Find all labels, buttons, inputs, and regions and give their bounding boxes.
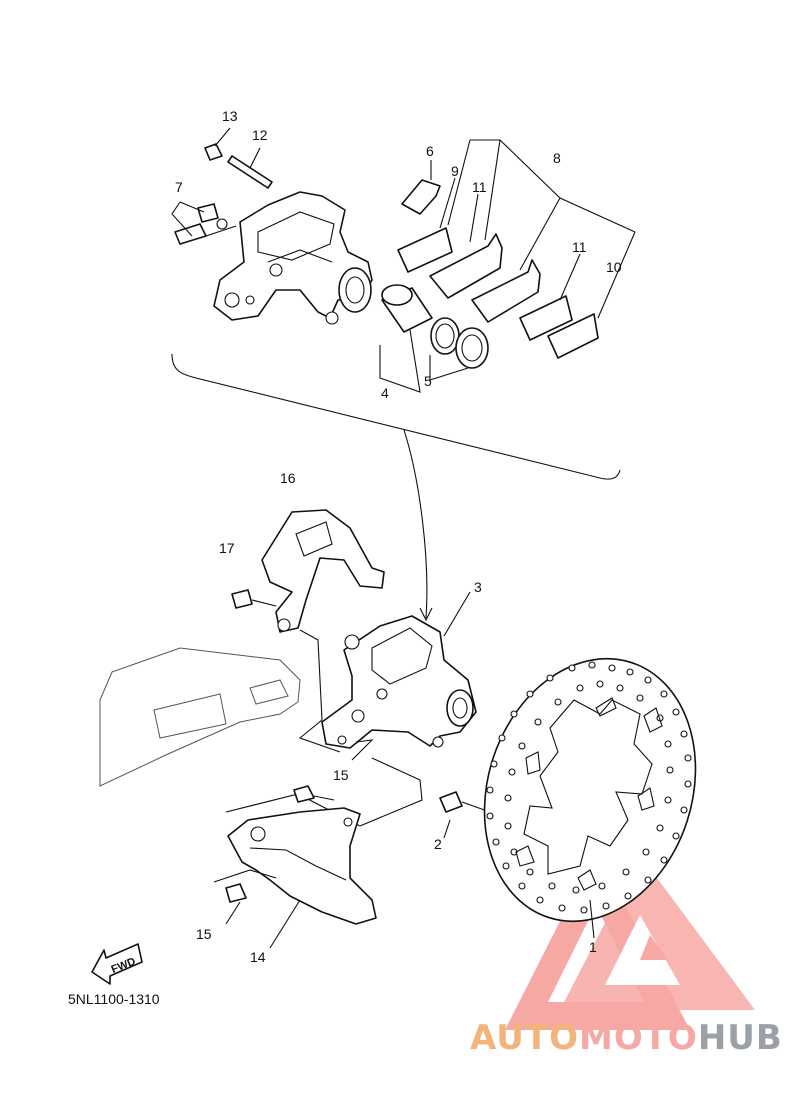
part-label-1: 1 [589,939,597,955]
watermark-hub: HUB [697,1018,783,1058]
part-label-11-upper: 11 [472,179,487,195]
caliper-assembly-group [99,509,491,839]
part-label-4: 4 [381,385,389,401]
part-label-15-upper: 15 [333,767,349,783]
watermark-moto: MOTO [578,1018,698,1058]
part-label-17: 17 [219,540,235,556]
part-label-5: 5 [424,373,432,389]
part-label-16: 16 [280,470,296,486]
part-label-3: 3 [474,579,482,595]
drawing-code: 5NL1100-1310 [68,991,160,1007]
part-label-9: 9 [451,163,459,179]
watermark-text: AUTOMOTOHUB [470,1018,783,1058]
part-label-14: 14 [250,949,266,965]
disc-holes [486,661,692,914]
part-labels: 13 12 7 6 9 11 8 11 10 4 5 16 17 3 15 2 … [175,108,622,965]
brake-disc [483,657,697,939]
part-label-2: 2 [434,836,442,852]
caliper-exploded-group [171,127,636,622]
part-label-10: 10 [606,259,622,275]
part-label-11-lower: 11 [572,239,587,255]
part-label-6: 6 [426,143,434,159]
part-label-13: 13 [222,108,238,124]
watermark-logo [505,850,755,1030]
watermark-auto: AUTO [470,1018,579,1058]
protector-group [213,785,377,949]
part-label-12: 12 [252,127,268,143]
part-label-7: 7 [175,179,183,195]
part-label-15-lower: 15 [196,926,212,942]
fwd-arrow-icon: FWD [91,943,143,985]
part-label-8: 8 [553,150,561,166]
